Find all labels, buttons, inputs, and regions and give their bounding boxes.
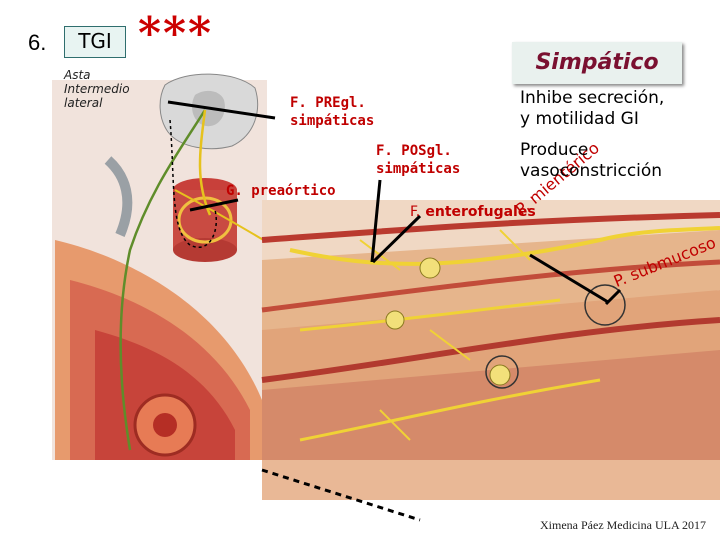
fposgl-leader — [370, 179, 382, 263]
topic-box: TGI — [64, 26, 126, 58]
wall-layers-detail — [261, 200, 720, 500]
sympathetic-chain — [104, 156, 133, 237]
g-preaortico-label: G. preaórtico — [226, 183, 336, 199]
simpatico-title-box: Simpático — [512, 42, 682, 84]
fposgl-label: F. POSgl. simpáticas — [376, 143, 461, 177]
mienterico-leader — [529, 253, 609, 304]
spinal-cord-drawing — [159, 73, 259, 150]
submucoso-leader — [604, 288, 622, 306]
gpreaortico-leader — [189, 198, 239, 212]
fpregl-leader — [167, 100, 276, 120]
nerve-fiber — [198, 109, 212, 216]
intestine-cross-section — [55, 240, 262, 460]
asta-intermedio-label: Asta Intermedio lateral — [64, 68, 130, 110]
enterofugales-leader — [371, 214, 422, 264]
effect-inhibe: Inhibe secreción, y motilidad GI — [520, 88, 665, 129]
effect-vasoconstriccion: Produce vasoconstricción — [520, 140, 663, 181]
f-enterofugales-label: F. enterofugales — [410, 204, 536, 220]
nerve-fiber — [119, 109, 207, 451]
slide-number: 6. — [28, 30, 47, 55]
fpregl-label: F. PREgl. simpáticas — [290, 95, 375, 129]
dashed-separator — [261, 468, 421, 522]
dotted-path — [169, 119, 217, 248]
credit-text: Ximena Páez Medicina ULA 2017 — [540, 518, 706, 532]
importance-stars: *** — [138, 8, 214, 59]
